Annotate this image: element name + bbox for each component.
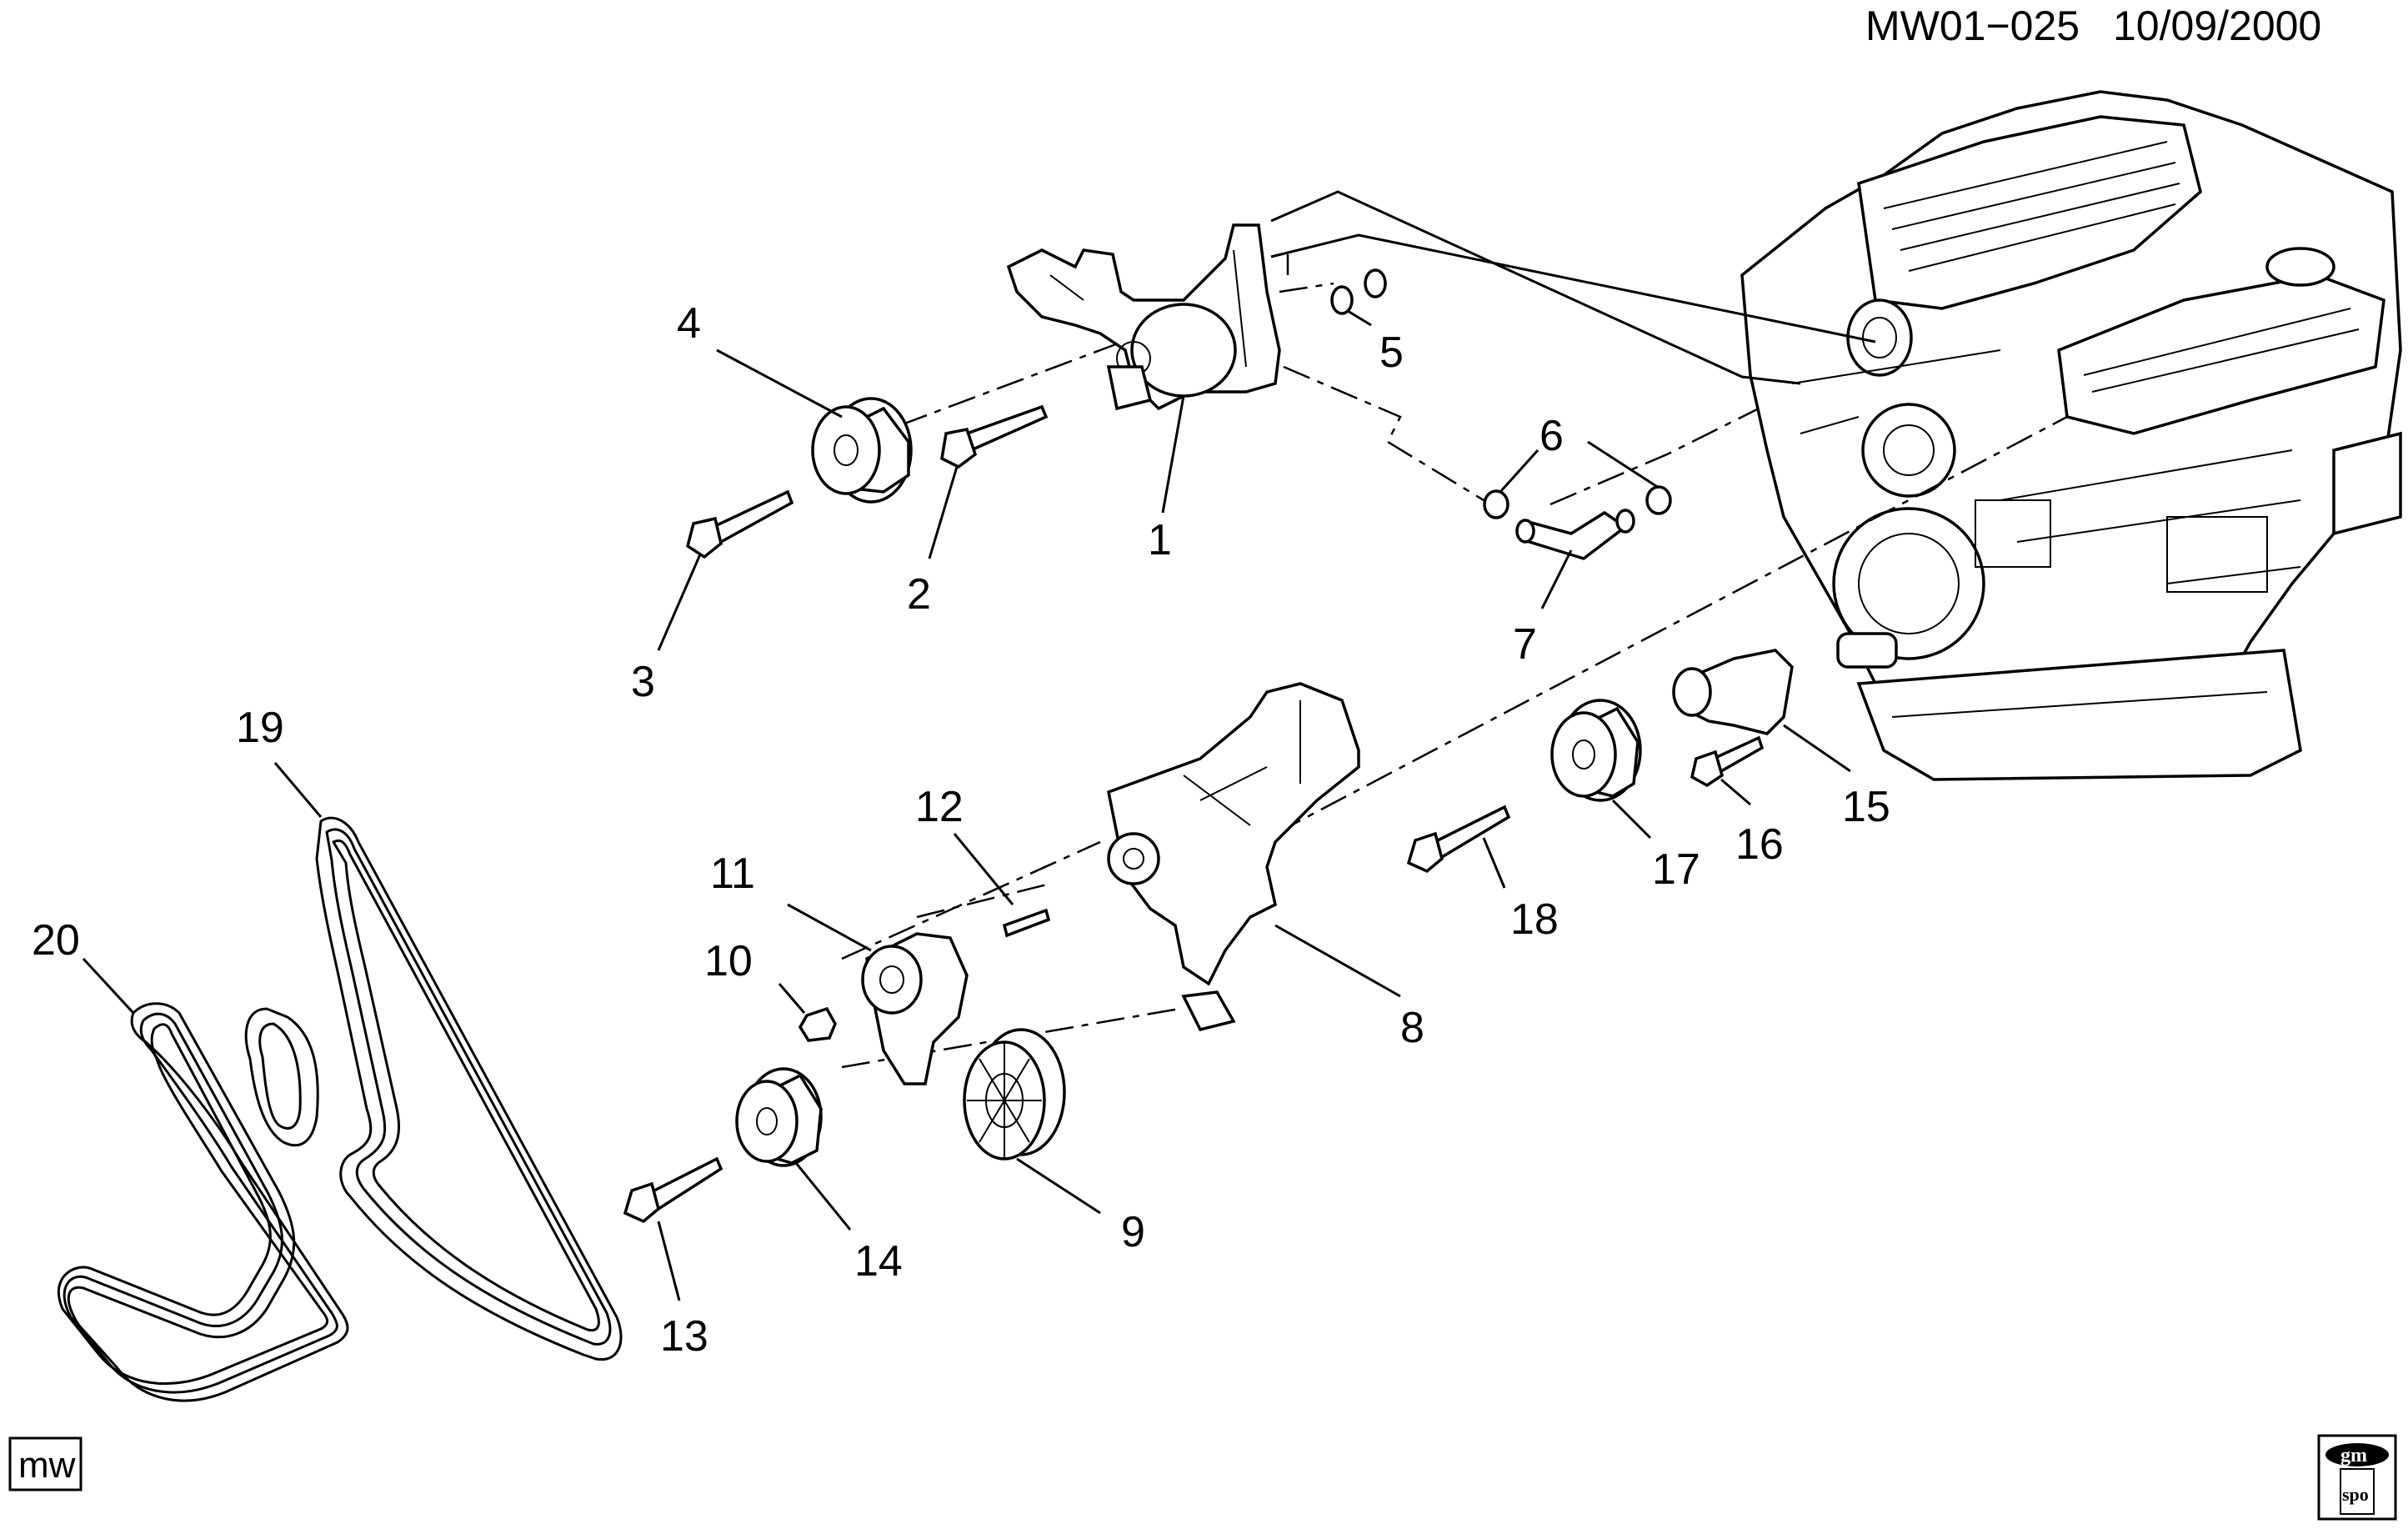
part-16-bolt (1690, 735, 1765, 788)
callout-12: 12 (915, 783, 964, 831)
callout-leaders (82, 309, 1851, 1301)
callout-3: 3 (631, 658, 655, 706)
callout-4: 4 (677, 299, 701, 348)
part-8-lower-bracket (1106, 682, 1360, 1032)
callout-14: 14 (854, 1237, 903, 1286)
part-3-bolt (685, 489, 794, 559)
drawing-code: MW01−025 (1865, 3, 2080, 49)
gmspo-logo: gm spo (2317, 1434, 2397, 1521)
part-4-idler-pulley (811, 397, 913, 504)
callout-13: 13 (660, 1312, 708, 1361)
part-5-washers (1330, 268, 1387, 315)
callout-11: 11 (710, 850, 755, 898)
part-20-drive-belt (57, 1002, 349, 1402)
part-14-idler (735, 1067, 823, 1167)
part-12-stud (1002, 908, 1051, 938)
callout-labels: 1 2 3 4 5 6 7 8 9 10 11 12 13 14 15 16 1… (32, 299, 1890, 1361)
part-17-idler (1550, 699, 1642, 802)
gmspo-logo-gm: gm (2340, 1445, 2367, 1466)
part-10-nut (798, 1006, 837, 1042)
part-11-tensioner (861, 932, 969, 1085)
callout-17: 17 (1652, 845, 1700, 894)
callout-16: 16 (1735, 820, 1784, 869)
callout-8: 8 (1400, 1004, 1424, 1052)
callout-7: 7 (1513, 620, 1537, 669)
callout-1: 1 (1148, 516, 1172, 564)
callout-20: 20 (32, 916, 80, 965)
part-18-bolt (1406, 805, 1511, 874)
callout-18: 18 (1510, 895, 1559, 944)
mw-badge: mw (8, 1436, 83, 1491)
callout-6: 6 (1539, 412, 1564, 460)
callout-10: 10 (704, 937, 753, 985)
callout-9: 9 (1121, 1208, 1145, 1256)
part-15-tensioner (1672, 649, 1794, 735)
engine-block (1740, 90, 2402, 781)
part-2-bolt (940, 404, 1049, 469)
part-9-pulley (963, 1028, 1066, 1161)
callout-15: 15 (1842, 783, 1890, 831)
callout-19: 19 (236, 704, 284, 752)
part-13-bolt (623, 1156, 723, 1224)
callout-2: 2 (907, 570, 931, 619)
part-19-drive-belt (244, 816, 623, 1361)
part-1-tensioner-bracket (1006, 223, 1281, 411)
gmspo-logo-spo: spo (2342, 1484, 2369, 1505)
part-7-hose (1515, 509, 1635, 560)
part-6-o-rings (1483, 485, 1672, 519)
mw-badge-text: mw (18, 1445, 76, 1486)
drawing-date: 10/09/2000 (2113, 3, 2321, 49)
callout-5: 5 (1379, 328, 1404, 377)
